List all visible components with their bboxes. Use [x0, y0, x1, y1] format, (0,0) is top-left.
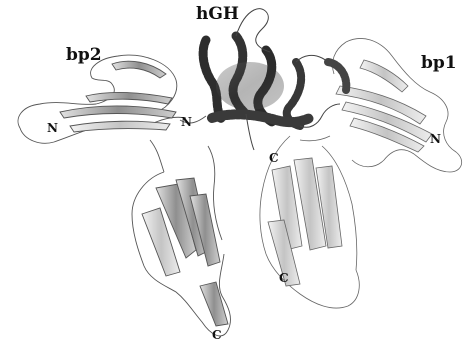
- bp2-strand: [200, 282, 228, 326]
- bp1-strand: [360, 60, 408, 92]
- helix-short: [328, 62, 346, 90]
- bp2-strand: [112, 61, 166, 78]
- c-terminus-label-hgh: C: [269, 152, 279, 164]
- n-terminus-label-bp2-outer: N: [47, 122, 58, 134]
- c-terminus-label-bp1: C: [279, 272, 289, 284]
- helix-horizontal: [212, 114, 310, 122]
- bp2-strand: [60, 106, 176, 118]
- bp2-loop: [20, 117, 186, 143]
- n-terminus-label-bp1: N: [430, 133, 441, 145]
- bp2-lower-domain: [132, 146, 230, 336]
- bp1-label: bp1: [421, 55, 457, 72]
- c-terminus-label-bp2: C: [212, 329, 222, 341]
- bp2-upper-domain: [18, 55, 206, 172]
- bp2-strand: [70, 121, 170, 132]
- bp2-strand: [86, 92, 172, 104]
- bp1-linker: [300, 136, 330, 141]
- hgh-label: hGH: [196, 6, 239, 23]
- helix-core: [216, 62, 284, 110]
- n-terminus-label-bp2-inner: N: [181, 116, 192, 128]
- bp2-label: bp2: [66, 47, 102, 64]
- bp2-linker: [150, 140, 164, 172]
- hgh-helix-bundle: [203, 9, 346, 150]
